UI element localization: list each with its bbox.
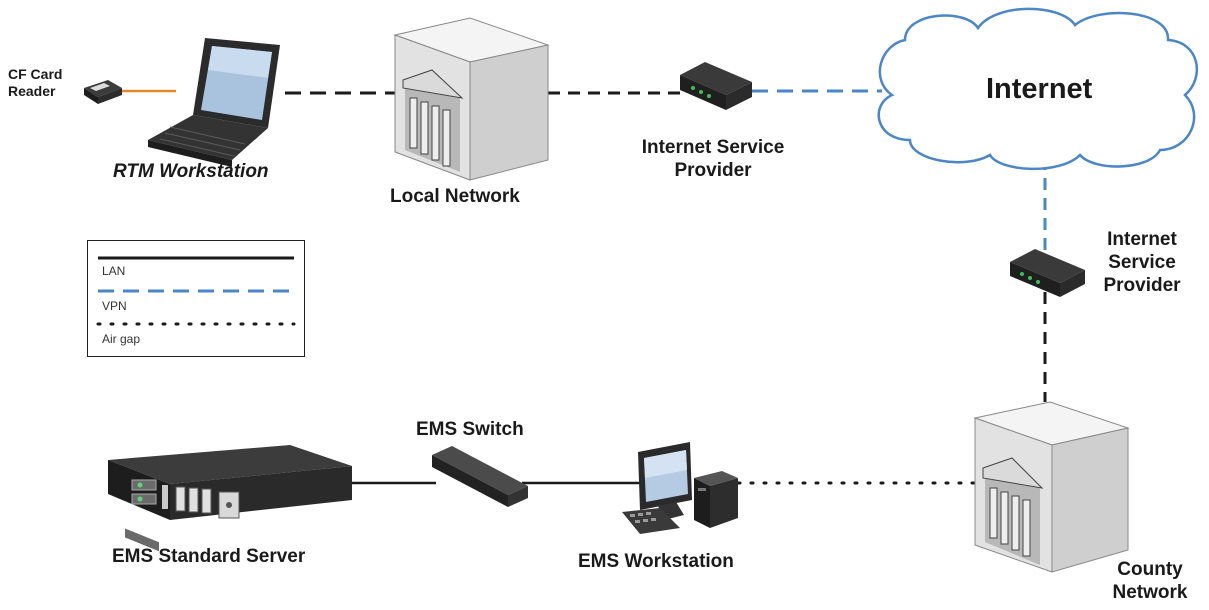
cf-card-reader-icon bbox=[84, 80, 122, 104]
isp-top-label-line2: Provider bbox=[674, 160, 752, 181]
county-network-label-line2: Network bbox=[1112, 582, 1188, 603]
isp-right-label-line2: Service bbox=[1108, 252, 1176, 273]
legend-item-airgap: Air gap bbox=[102, 332, 141, 346]
county-building-icon bbox=[973, 401, 1130, 573]
isp-right-label: Internet Service Provider bbox=[1090, 228, 1194, 297]
modem-icon-2 bbox=[1010, 249, 1085, 297]
server-icon bbox=[108, 445, 352, 552]
switch-icon bbox=[432, 446, 528, 507]
county-network-label: County Network bbox=[1100, 558, 1200, 604]
ems-standard-server-label: EMS Standard Server bbox=[112, 546, 306, 567]
legend-item-vpn: VPN bbox=[102, 299, 127, 313]
legend-box: LAN VPN Air gap bbox=[87, 240, 305, 357]
cf-card-reader-label-line2: Reader bbox=[8, 83, 56, 99]
isp-right-label-line1: Internet bbox=[1107, 229, 1177, 250]
isp-right-label-line3: Provider bbox=[1103, 275, 1181, 296]
building-icon bbox=[393, 17, 550, 181]
rtm-workstation-label: RTM Workstation bbox=[113, 161, 269, 182]
modem-icon bbox=[680, 62, 752, 110]
legend-item-lan: LAN bbox=[102, 264, 126, 278]
laptop-icon bbox=[148, 38, 280, 167]
legend-lines bbox=[96, 256, 296, 326]
county-network-label-line1: County bbox=[1117, 559, 1183, 580]
local-network-label: Local Network bbox=[390, 186, 520, 207]
ems-workstation-label: EMS Workstation bbox=[578, 551, 734, 572]
desktop-computer-icon bbox=[622, 442, 738, 534]
cf-card-reader-label: CF Card Reader bbox=[8, 66, 62, 100]
cf-card-reader-label-line1: CF Card bbox=[8, 66, 63, 82]
ems-switch-label: EMS Switch bbox=[416, 419, 524, 440]
isp-top-label: Internet Service Provider bbox=[622, 136, 804, 182]
internet-label: Internet bbox=[986, 73, 1093, 105]
cloud-icon bbox=[877, 7, 1199, 171]
isp-top-label-line1: Internet Service bbox=[641, 137, 785, 158]
